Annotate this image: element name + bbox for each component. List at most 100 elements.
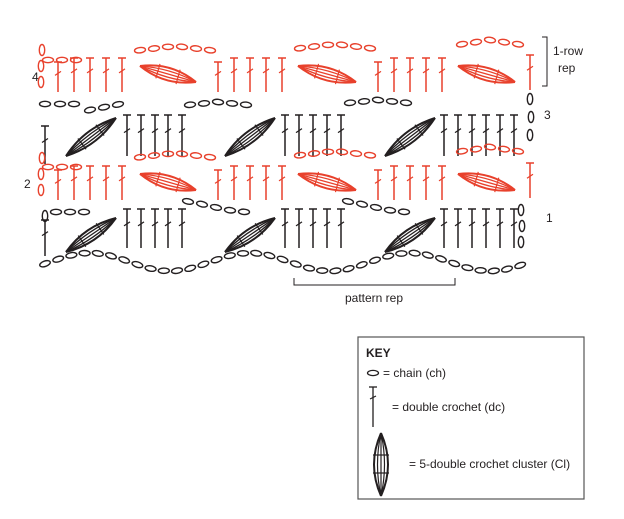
chain-stitch	[455, 40, 469, 48]
dc-stitch	[510, 208, 518, 248]
row-rep-label-line2: rep	[558, 61, 576, 75]
chain-stitch	[518, 219, 526, 233]
chain-stitch	[399, 99, 413, 107]
chain-stitch	[147, 45, 161, 52]
chain-stitch	[181, 197, 195, 205]
stitch-chart	[37, 36, 535, 275]
chain-stitch	[78, 249, 91, 257]
chain-stitch	[517, 203, 525, 217]
dc-stitch	[496, 114, 504, 156]
dc-stitch	[230, 57, 238, 92]
cluster-stitch	[139, 171, 197, 193]
chain-stitch	[203, 153, 217, 161]
chain-stitch	[189, 152, 203, 159]
chain-stitch	[321, 148, 335, 156]
chain-stitch	[223, 206, 237, 214]
key-item-cluster-label: = 5-double crochet cluster (Cl)	[409, 457, 570, 471]
dc-stitch	[510, 114, 518, 156]
chain-stitch	[371, 96, 385, 104]
dc-stitch	[337, 208, 345, 248]
chain-stitch	[276, 255, 289, 264]
chain-stitch	[342, 264, 355, 273]
chain-stitch	[37, 75, 45, 89]
row-label-4: 4	[32, 70, 39, 84]
chain-stitch	[500, 265, 514, 273]
row-label-3: 3	[544, 108, 551, 122]
chain-stitch	[131, 260, 144, 269]
dc-stitch	[118, 165, 126, 200]
dc-stitch	[422, 165, 430, 200]
dc-stitch	[406, 57, 414, 92]
cluster-icon	[373, 432, 389, 497]
chain-stitch	[307, 150, 321, 157]
cluster-stitch	[224, 217, 276, 253]
dc-stitch	[137, 114, 145, 156]
chain-stitch	[357, 97, 371, 105]
cluster-stitch	[65, 217, 117, 253]
dc-stitch	[123, 208, 131, 248]
chain-stitch	[335, 148, 349, 156]
dc-stitch	[482, 208, 490, 248]
chain-stitch	[250, 249, 263, 257]
dc-stitch	[137, 208, 145, 248]
dc-stitch	[278, 57, 286, 92]
dc-stitch	[468, 208, 476, 248]
chain-stitch	[455, 147, 469, 155]
chain-stitch	[203, 46, 217, 54]
dc-stitch	[390, 165, 398, 200]
chain-stitch	[355, 200, 369, 208]
row-rep-label-line1: 1-row	[553, 44, 583, 58]
chain-stitch	[497, 145, 511, 153]
chain-stitch	[161, 43, 175, 51]
chain-stitch	[63, 208, 77, 216]
chain-stitch	[461, 264, 474, 272]
row-4-stitches	[37, 36, 534, 92]
dc-stitch	[151, 208, 159, 248]
dc-stitch	[262, 57, 270, 92]
chain-stitch	[211, 98, 225, 106]
chain-stitch	[37, 167, 45, 181]
row-label-1: 1	[546, 211, 553, 225]
row-2-stitches	[37, 143, 534, 200]
chain-stitch	[69, 56, 83, 64]
chain-stitch	[69, 163, 83, 171]
chain-stitch	[91, 249, 104, 257]
pattern-rep-bracket	[293, 278, 456, 286]
dc-stitch	[178, 114, 186, 156]
dc-stitch	[230, 165, 238, 200]
chain-stitch	[161, 150, 175, 158]
dc-stitch	[438, 165, 446, 200]
chain-stitch	[293, 151, 307, 159]
cluster-stitch	[457, 171, 516, 193]
chain-stitch	[175, 43, 189, 51]
dc-stitch	[309, 208, 317, 248]
chain-stitch	[483, 143, 497, 151]
chain-stitch	[184, 264, 197, 273]
dc-stitch	[454, 208, 462, 248]
chain-stitch	[53, 100, 67, 108]
chain-stitch	[511, 147, 525, 155]
row-3-stitches	[41, 114, 518, 164]
chain-stitch	[527, 110, 535, 124]
chain-stitch	[289, 260, 302, 268]
chain-stitch	[293, 44, 307, 52]
row-1-stitches	[41, 208, 518, 256]
dc-stitch	[151, 114, 159, 156]
key-frame	[357, 336, 585, 500]
dc-stitch	[281, 114, 289, 156]
chain-stitch	[435, 255, 447, 263]
dc-stitch	[164, 208, 172, 248]
chain-stitch	[408, 249, 421, 257]
dc-stitch	[54, 61, 62, 92]
chain-stitch	[526, 92, 534, 106]
chain-stitch	[189, 45, 203, 52]
row-rep-bracket	[542, 36, 548, 87]
chain-stitch	[55, 163, 69, 171]
chain-stitch	[65, 251, 78, 259]
dc-stitch	[246, 57, 254, 92]
chain-stitch	[41, 209, 49, 223]
dc-stitch	[295, 208, 303, 248]
dc-stitch	[281, 208, 289, 248]
chain-stitch	[225, 99, 239, 107]
